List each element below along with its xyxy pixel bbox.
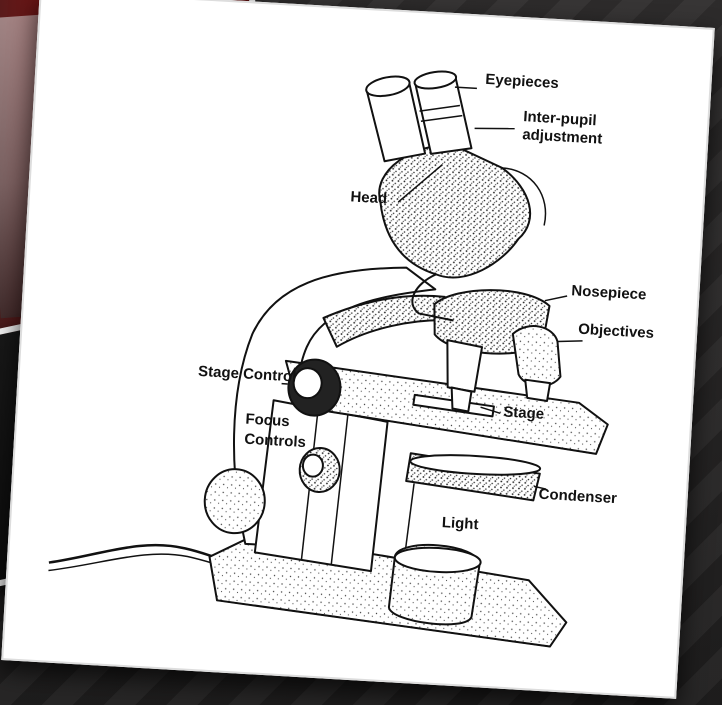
label-inter-pupil-2: adjustment <box>522 126 603 148</box>
objective-2 <box>510 325 563 387</box>
microscope-diagram: Eyepieces Inter-pupil adjustment Head No… <box>3 0 712 697</box>
label-condenser: Condenser <box>538 486 617 507</box>
label-focus-1: Focus <box>245 411 290 431</box>
label-stage: Stage <box>503 403 545 422</box>
label-eyepieces: Eyepieces <box>485 71 559 92</box>
label-focus-2: Controls <box>244 431 307 452</box>
label-nosepiece: Nosepiece <box>571 282 647 303</box>
objective-1 <box>444 340 482 392</box>
label-light: Light <box>441 514 479 533</box>
label-objectives: Objectives <box>578 321 655 342</box>
head <box>375 141 534 282</box>
label-head: Head <box>350 188 388 207</box>
